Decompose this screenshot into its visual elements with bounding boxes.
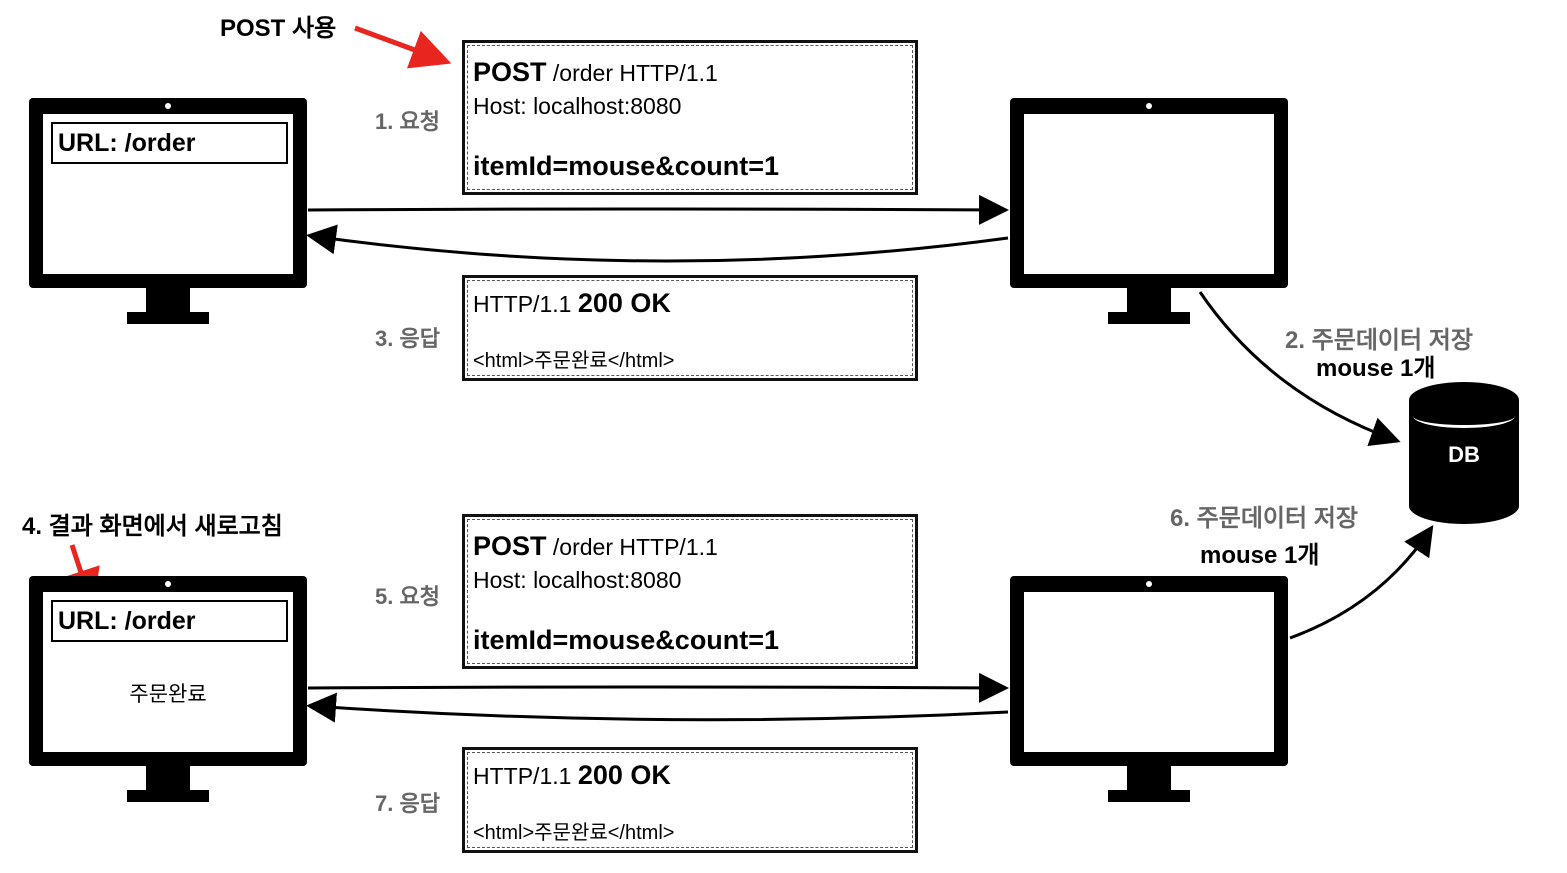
url-bar[interactable]: URL: /order: [51, 600, 288, 642]
response-message-box: HTTP/1.1 200 OK <html>주문완료</html>: [462, 275, 918, 381]
db-item-top: mouse 1개: [1316, 355, 1436, 382]
db-rim: [1413, 404, 1515, 428]
monitor-frame: URL: /order: [29, 98, 307, 288]
monitor-stand: [1127, 766, 1171, 794]
http-version: HTTP/1.1: [473, 291, 578, 317]
monitor-base: [1108, 790, 1190, 802]
server-monitor-bottom: [1010, 576, 1288, 802]
step-response-label: 3. 응답: [375, 326, 440, 351]
client-monitor-bottom: URL: /order 주문완료: [29, 576, 307, 802]
camera-dot: [1146, 581, 1152, 587]
browser-screen: URL: /order 주문완료: [43, 592, 293, 752]
status-line: HTTP/1.1 200 OK: [473, 760, 671, 791]
camera-dot: [165, 581, 171, 587]
camera-dot: [165, 103, 171, 109]
status-code: 200 OK: [577, 760, 671, 790]
response-message-box: HTTP/1.1 200 OK <html>주문완료</html>: [462, 747, 918, 853]
db-step-label-top: 2. 주문데이터 저장: [1285, 327, 1473, 354]
post-annotation-arrow: [354, 25, 452, 69]
status-line: HTTP/1.1 200 OK: [473, 288, 671, 319]
status-code: 200 OK: [577, 288, 671, 318]
step-request-label: 5. 요청: [375, 584, 440, 609]
db-label: DB: [1448, 442, 1480, 467]
monitor-stand: [1127, 288, 1171, 316]
request-body: itemId=mouse&count=1: [473, 625, 780, 655]
http-version: HTTP/1.1: [473, 763, 578, 789]
request-target: /order HTTP/1.1: [546, 534, 718, 560]
request-target: /order HTTP/1.1: [546, 60, 718, 86]
page-content-text: 주문완료: [129, 683, 207, 706]
db-bottom: [1409, 488, 1519, 524]
request-line: POST /order HTTP/1.1: [473, 57, 718, 88]
url-bar[interactable]: URL: /order: [51, 122, 288, 164]
post-annotation: POST 사용: [220, 15, 337, 42]
http-method: POST: [473, 531, 547, 561]
request-body: itemId=mouse&count=1: [473, 151, 780, 181]
browser-screen: URL: /order: [43, 114, 293, 274]
response-body: <html>주문완료</html>: [473, 822, 675, 844]
request-message-box: POST /order HTTP/1.1 Host: localhost:808…: [462, 514, 918, 669]
top-request-arrow: [307, 194, 1009, 225]
camera-dot: [1146, 103, 1152, 109]
monitor-stand: [146, 766, 190, 794]
monitor-frame: [1010, 98, 1288, 288]
monitor-frame: URL: /order 주문완료: [29, 576, 307, 766]
server-screen: [1024, 592, 1274, 752]
host-header: Host: localhost:8080: [473, 93, 682, 119]
server-monitor-top: [1010, 98, 1288, 324]
client-monitor-top: URL: /order: [29, 98, 307, 324]
monitor-base: [127, 312, 209, 324]
refresh-annotation: 4. 결과 화면에서 새로고침: [22, 513, 283, 540]
server-to-db-arrow-top: [1198, 291, 1401, 446]
db-item-bottom: mouse 1개: [1200, 542, 1320, 569]
step-response-label: 7. 응답: [375, 791, 440, 816]
monitor-base: [127, 790, 209, 802]
monitor-stand: [146, 288, 190, 316]
server-to-db-arrow-bottom: [1289, 525, 1434, 640]
request-message-box: POST /order HTTP/1.1 Host: localhost:808…: [462, 40, 918, 195]
database-cylinder: DB: [1409, 382, 1519, 524]
bottom-request-arrow: [307, 672, 1009, 703]
top-response-arrow: [306, 224, 1009, 263]
http-method: POST: [473, 57, 547, 87]
step-request-label: 1. 요청: [375, 109, 440, 134]
monitor-frame: [1010, 576, 1288, 766]
request-line: POST /order HTTP/1.1: [473, 531, 718, 562]
host-header: Host: localhost:8080: [473, 567, 682, 593]
bottom-response-arrow: [306, 692, 1009, 723]
response-body: <html>주문완료</html>: [473, 350, 675, 372]
server-screen: [1024, 114, 1274, 274]
db-step-label-bottom: 6. 주문데이터 저장: [1170, 505, 1358, 532]
monitor-base: [1108, 312, 1190, 324]
